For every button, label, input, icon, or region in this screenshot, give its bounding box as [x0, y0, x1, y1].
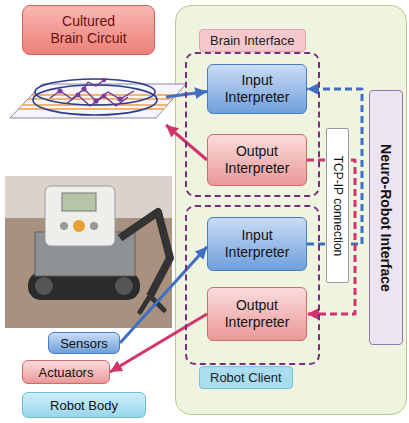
robot-wheel	[115, 277, 133, 295]
group-label: Brain Interface	[199, 29, 306, 52]
neuron-fiber	[66, 95, 128, 106]
group-label: Robot Client	[199, 366, 293, 389]
robot-photo	[5, 176, 172, 328]
interpreter-box: Output Interpreter	[207, 134, 307, 186]
culture-dish	[10, 78, 186, 118]
sensor-box: Sensors	[48, 332, 120, 354]
box-label: Sensors	[60, 336, 108, 351]
dish-rim	[33, 85, 157, 115]
box-label: Output Interpreter	[212, 297, 302, 331]
box-label: Robot Body	[50, 398, 118, 413]
connection-label: TCP-IP connection	[331, 155, 345, 256]
robot-button	[73, 220, 85, 232]
robot-button	[90, 222, 98, 230]
interpreter-box: Output Interpreter	[207, 287, 307, 341]
photo-ground	[5, 176, 172, 328]
interface-label-box: Neuro-Robot Interface	[369, 90, 403, 345]
neuron-cell	[93, 98, 98, 103]
signal-arrow	[120, 247, 207, 343]
neuron-cell	[57, 88, 62, 93]
body-box: Robot Body	[22, 392, 146, 418]
robot-brick	[45, 186, 115, 246]
neuron-fiber	[84, 80, 104, 89]
interface-group: Brain InterfaceInput InterpreterOutput I…	[185, 52, 320, 197]
neuron-fiber	[50, 89, 134, 101]
interface-label: Neuro-Robot Interface	[378, 144, 394, 292]
box-label: Actuators	[39, 365, 94, 380]
actuator-box: Actuators	[22, 360, 110, 384]
interpreter-box: Input Interpreter	[207, 217, 307, 271]
interpreter-box: Input Interpreter	[207, 64, 307, 114]
robot-screen	[62, 193, 96, 211]
box-label: Output Interpreter	[212, 143, 302, 177]
neuron-cell	[117, 96, 122, 101]
robot-arm	[120, 212, 170, 296]
robot-wheel	[35, 277, 53, 295]
neuron-cell	[81, 86, 86, 91]
circuit-label: Cultured Brain Circuit	[22, 5, 155, 55]
neuron-cell	[102, 94, 107, 99]
brain-circuit: Cultured Brain Circuit	[8, 5, 166, 135]
neuron-cell	[102, 78, 106, 82]
client-group: Robot ClientInput InterpreterOutput Inte…	[185, 205, 320, 365]
interface-panel: Neuro-Robot InterfaceBrain InterfaceInpu…	[175, 5, 407, 415]
box-label: Input Interpreter	[212, 72, 302, 106]
robot-button	[60, 222, 68, 230]
neuron-cell	[76, 93, 81, 98]
dish-rim	[35, 79, 155, 105]
connection-box: TCP-IP connection	[326, 128, 349, 283]
box-label: Input Interpreter	[212, 227, 302, 261]
